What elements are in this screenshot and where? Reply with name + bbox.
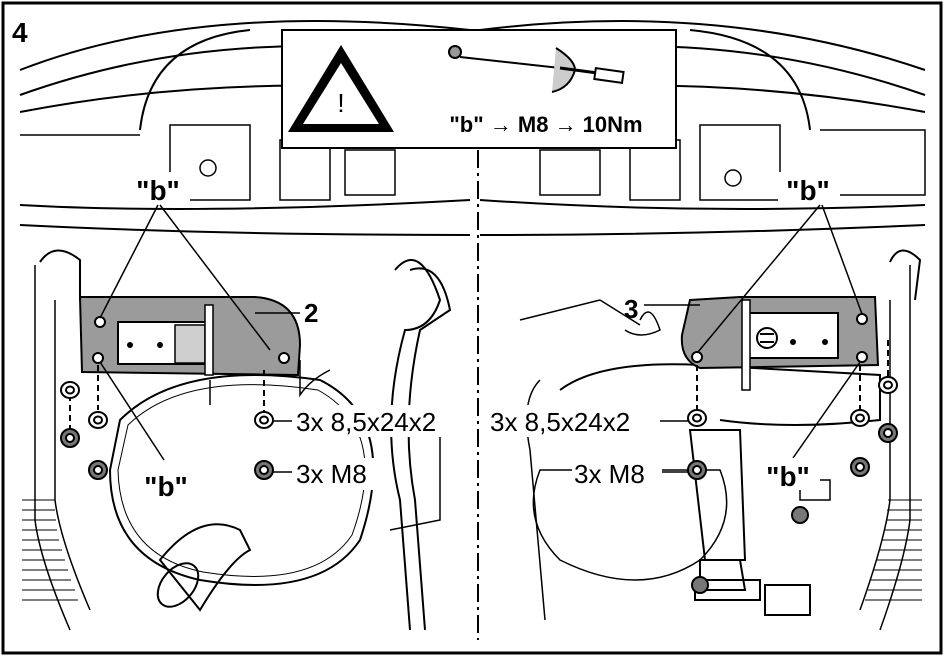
- nut-spec-right: 3x M8: [574, 459, 645, 489]
- left-fasteners: [60, 365, 274, 480]
- warning-box: ! "b" → M8 → 10Nm: [281, 29, 677, 149]
- nut-spec-left: 3x M8: [296, 459, 367, 489]
- washer-spec-left: 3x 8,5x24x2: [296, 407, 436, 437]
- part-number-3: 3: [624, 294, 638, 324]
- step-number: 4: [12, 17, 28, 48]
- callout-b-top-left: "b": [136, 175, 180, 206]
- svg-text:!: !: [337, 88, 344, 118]
- callout-b-bottom-right: "b": [766, 461, 810, 492]
- part-number-2: 2: [304, 298, 318, 328]
- callout-labels: "b" "b" "b" "b" 2 3 3x 8,5x24x2 3x M8 3x…: [128, 172, 840, 502]
- right-bracket-part-3: [680, 296, 880, 391]
- left-vehicle-drawing: [19, 20, 471, 631]
- warning-triangle-icon: !: [288, 45, 394, 132]
- washer-spec-right: 3x 8,5x24x2: [490, 407, 630, 437]
- right-fasteners: [687, 340, 898, 480]
- callout-b-top-right: "b": [786, 175, 830, 206]
- leader-lines: [99, 204, 863, 473]
- left-bracket-part-2: [78, 296, 302, 377]
- torque-spec-text: "b" → M8 → 10Nm: [449, 112, 642, 137]
- callout-b-bottom-left: "b": [144, 471, 188, 502]
- torque-wrench-icon: [448, 45, 625, 93]
